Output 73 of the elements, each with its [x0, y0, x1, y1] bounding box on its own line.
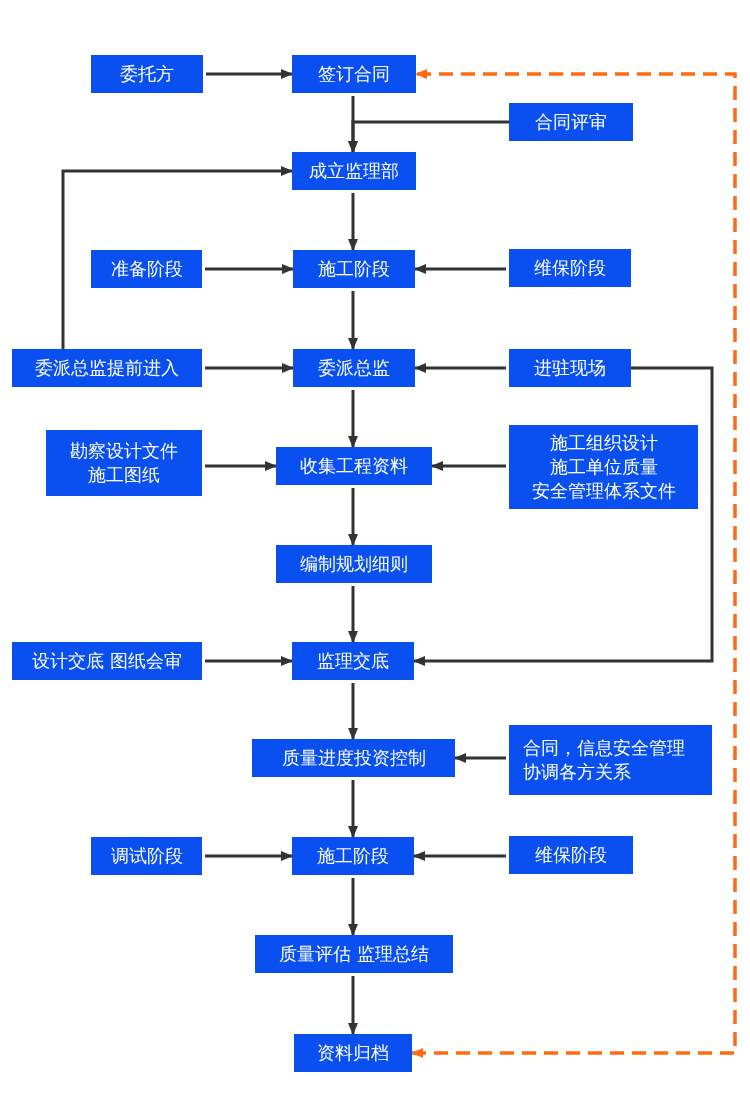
step-label: 资料归档	[317, 1041, 389, 1065]
arrow	[454, 753, 506, 763]
arrow	[348, 193, 358, 251]
arrow	[348, 291, 358, 350]
arrow	[205, 851, 293, 861]
arrow	[348, 120, 509, 153]
arrow	[348, 586, 358, 643]
step-label: 准备阶段	[110, 257, 183, 281]
arrow	[348, 878, 358, 936]
arrow	[348, 780, 358, 838]
process-box	[509, 349, 631, 387]
process-box	[91, 837, 202, 875]
step-label: 施工阶段	[318, 257, 390, 281]
arrow	[414, 264, 506, 274]
process-box	[91, 55, 203, 93]
process-box	[12, 349, 202, 387]
process-box	[293, 349, 415, 387]
step-label: 维保阶段	[534, 256, 606, 280]
process-box	[509, 725, 712, 795]
step-label: 施工阶段	[317, 844, 389, 868]
process-box	[276, 447, 432, 485]
step-label: 调试阶段	[110, 844, 183, 868]
step-label: 安全管理体系文件	[531, 479, 676, 503]
step-label: 勘察设计文件	[70, 439, 178, 463]
arrow	[413, 851, 506, 861]
step-label: 施工组织设计	[549, 431, 658, 455]
process-box	[509, 425, 698, 509]
step-label: 监理交底	[317, 649, 389, 673]
process-box	[292, 55, 416, 93]
process-box	[292, 642, 414, 680]
step-label: 签订合同	[318, 62, 390, 86]
arrow	[205, 461, 277, 471]
step-label: 委派总监提前进入	[35, 356, 179, 380]
step-label: 进驻现场	[534, 356, 606, 380]
process-box	[509, 103, 633, 141]
process-box	[294, 1034, 412, 1072]
arrow	[414, 363, 506, 373]
arrow	[348, 683, 358, 740]
step-label: 施工图纸	[88, 463, 160, 487]
arrow	[61, 166, 293, 349]
step-label: 成立监理部	[309, 159, 399, 183]
dashed-arrow	[411, 69, 737, 1058]
step-label: 编制规划细则	[300, 552, 408, 576]
process-box	[509, 249, 631, 287]
arrow	[205, 363, 294, 373]
process-box	[509, 836, 633, 874]
process-box	[91, 250, 202, 288]
process-box	[276, 545, 432, 583]
step-label: 委派总监	[318, 356, 390, 380]
process-box	[293, 250, 415, 288]
process-box	[252, 739, 455, 777]
step-label: 质量进度投资控制	[281, 746, 426, 770]
step-label: 委托方	[120, 62, 174, 86]
process-box	[292, 837, 414, 875]
arrow	[348, 488, 358, 546]
step-label: 合同评审	[535, 110, 607, 134]
step-label: 维保阶段	[535, 843, 607, 867]
process-box	[292, 152, 416, 190]
step-label: 质量评估 监理总结	[279, 942, 429, 966]
process-box	[255, 935, 453, 973]
arrow	[413, 366, 714, 666]
process-box	[46, 430, 202, 496]
step-label: 合同，信息安全管理协调各方关系	[523, 736, 685, 784]
arrow	[348, 976, 358, 1035]
arrow	[348, 390, 358, 448]
arrow	[206, 69, 293, 79]
step-label: 施工单位质量	[549, 455, 658, 479]
arrow	[205, 656, 293, 666]
step-label: 收集工程资料	[300, 454, 408, 478]
step-label: 设计交底 图纸会审	[32, 649, 182, 673]
process-box	[12, 642, 202, 680]
arrow	[431, 461, 506, 471]
arrow	[205, 264, 294, 274]
